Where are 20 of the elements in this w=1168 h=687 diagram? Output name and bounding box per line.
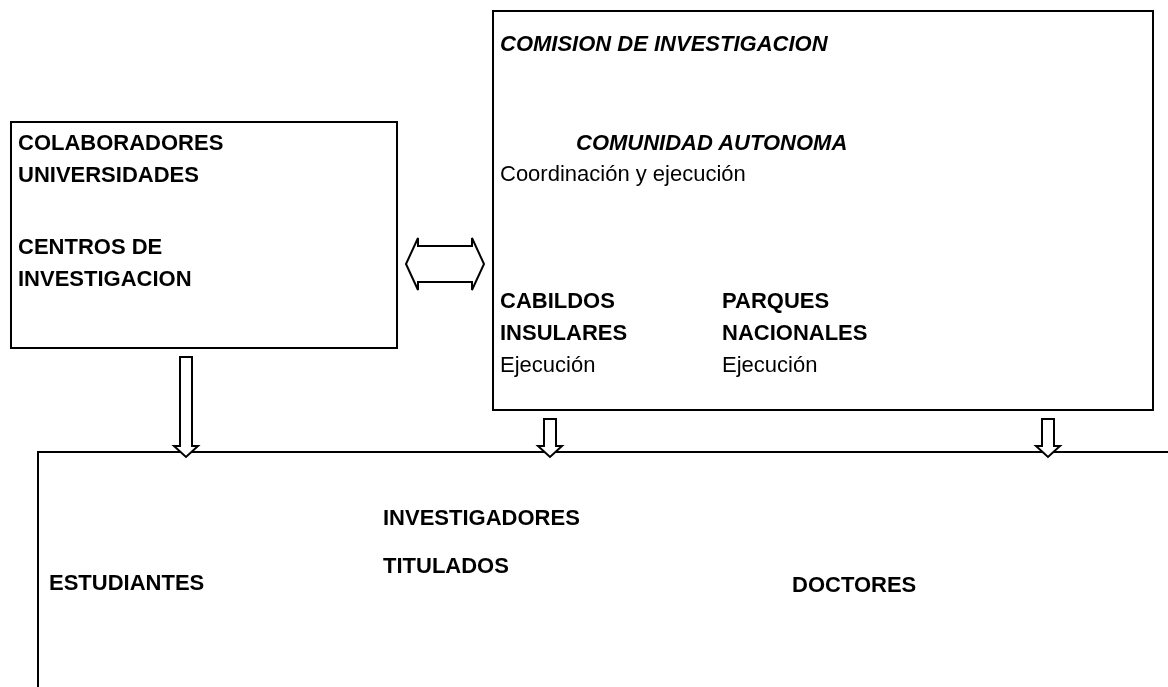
heading-text: CABILDOS INSULARES bbox=[500, 287, 629, 347]
block-arrow bbox=[1033, 418, 1063, 459]
heading-text: CENTROS DE INVESTIGACION bbox=[18, 233, 193, 293]
block-arrow bbox=[171, 356, 201, 459]
body-text: Ejecución bbox=[722, 351, 818, 379]
heading-text: INVESTIGADORES bbox=[383, 504, 580, 532]
text-box bbox=[10, 121, 398, 349]
block-arrow bbox=[404, 237, 486, 291]
heading-text: ESTUDIANTES bbox=[49, 569, 205, 597]
heading-text: COMUNIDAD AUTONOMA bbox=[576, 129, 848, 157]
heading-text: DOCTORES bbox=[792, 571, 917, 599]
text-box bbox=[37, 451, 1168, 687]
text-box bbox=[492, 10, 1154, 411]
block-arrow bbox=[535, 418, 565, 459]
heading-text: COLABORADORES UNIVERSIDADES bbox=[18, 129, 225, 189]
heading-text: PARQUES NACIONALES bbox=[722, 287, 869, 347]
body-text: Coordinación y ejecución bbox=[500, 160, 746, 188]
heading-text: COMISION DE INVESTIGACION bbox=[500, 30, 828, 58]
body-text: Ejecución bbox=[500, 351, 596, 379]
heading-text: TITULADOS bbox=[383, 552, 509, 580]
